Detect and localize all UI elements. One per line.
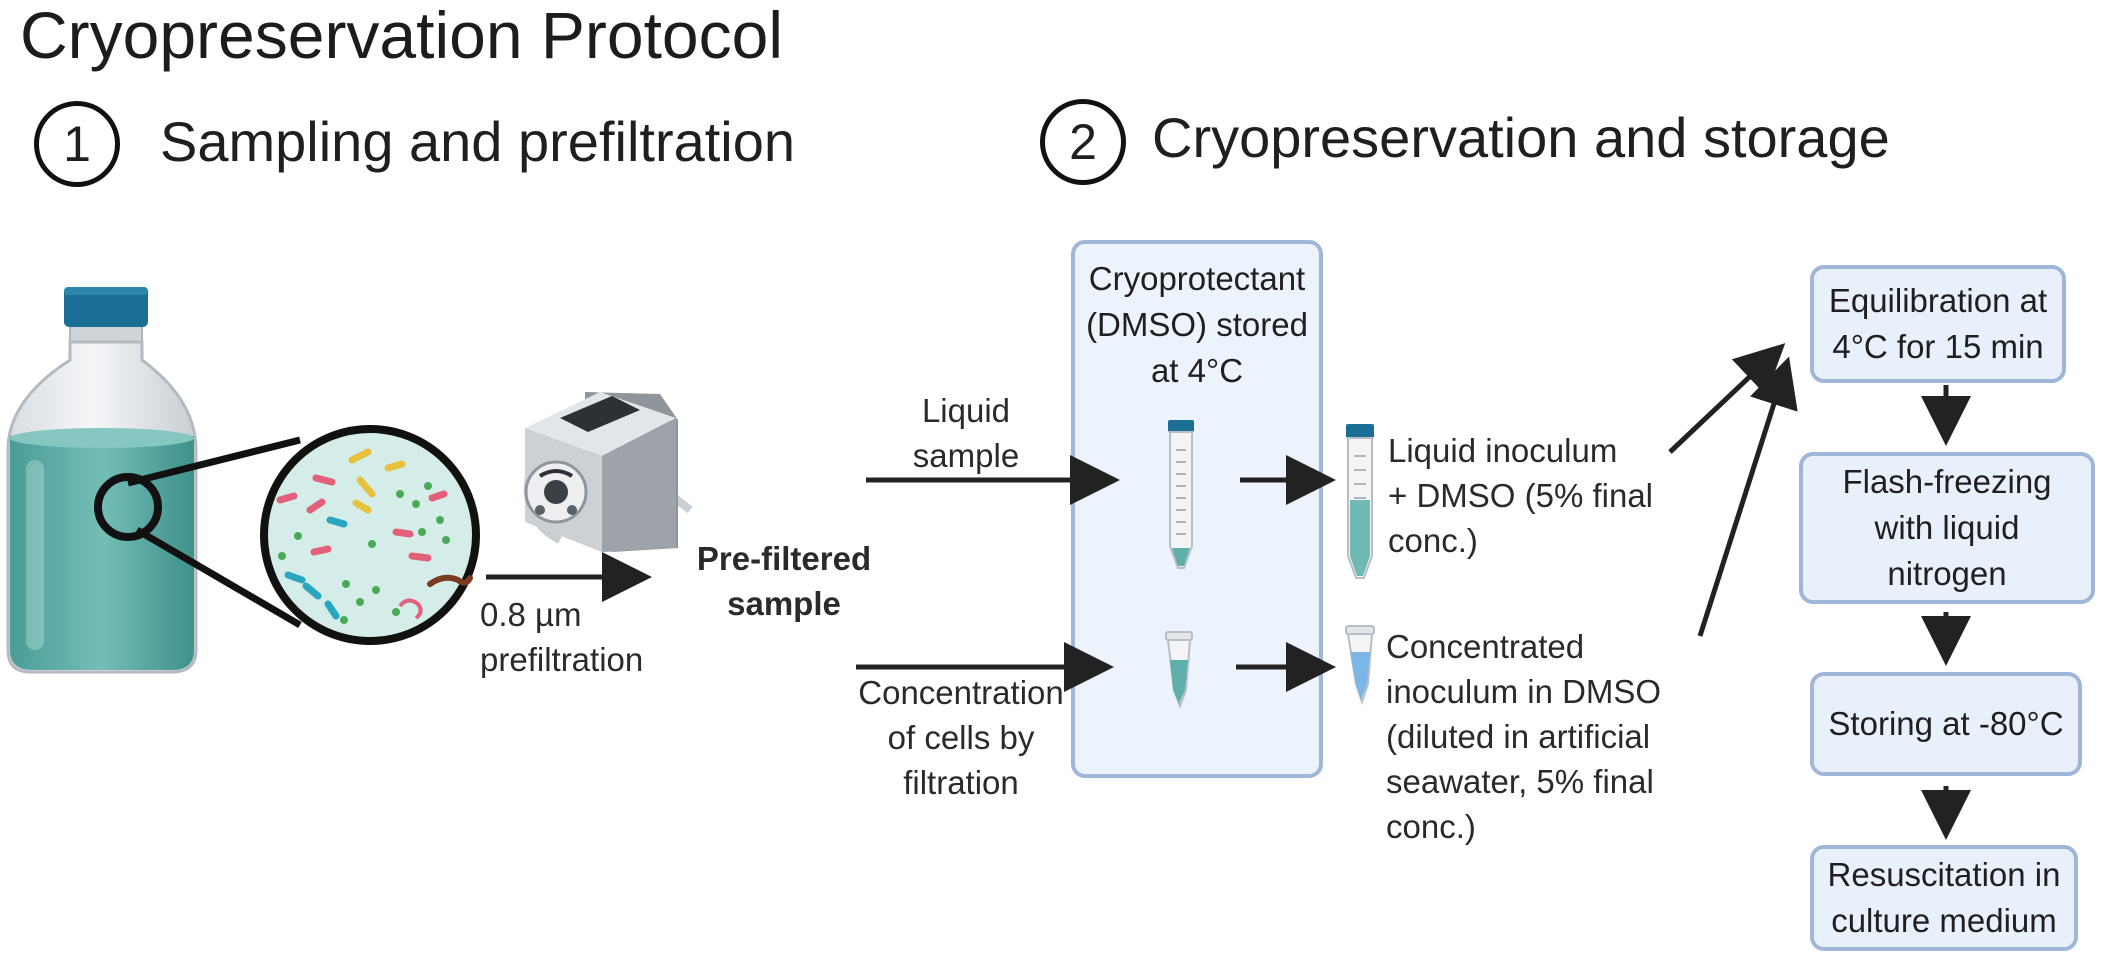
- storage-step-line: Flash-freezing: [1842, 463, 2052, 500]
- bottle-icon: [6, 287, 198, 674]
- liquid-sample-label: Liquid sample: [886, 388, 1046, 478]
- step1-number-badge: 1: [34, 101, 120, 187]
- prefiltered-sample-line: sample: [727, 585, 841, 622]
- storage-step-line: culture medium: [1831, 902, 2057, 939]
- storage-step-line: Resuscitation in: [1827, 856, 2061, 893]
- prefiltration-label: 0.8 µm prefiltration: [480, 592, 643, 682]
- step1-title: Sampling and prefiltration: [160, 110, 796, 173]
- falcon-tube-icon: [1346, 424, 1374, 579]
- storage-step-line: Equilibration at: [1828, 282, 2048, 319]
- liquid-sample-line: sample: [912, 437, 1020, 474]
- storage-step-resuscitation: Resuscitation in culture medium: [1810, 845, 2078, 951]
- microtube-icon: [1345, 625, 1375, 706]
- storage-step-line: 4°C for 15 min: [1832, 328, 2044, 365]
- diagram-title: Cryopreservation Protocol: [20, 0, 783, 72]
- step2-number-badge: 2: [1040, 99, 1126, 185]
- storage-step-flash-freezing: Flash-freezing with liquid nitrogen: [1799, 452, 2095, 604]
- falcon-tube-icon: [1168, 420, 1194, 569]
- peristaltic-pump-icon: [524, 392, 693, 552]
- liquid-inoculum-line: + DMSO (5% final: [1388, 477, 1653, 514]
- prefiltration-line: 0.8 µm: [480, 596, 582, 633]
- liquid-inoculum-line: conc.): [1388, 522, 1478, 559]
- cryoprotectant-panel: [1071, 240, 1323, 778]
- microtube-icon: [1165, 631, 1193, 709]
- concentrated-inoculum-label: Concentrated inoculum in DMSO (diluted i…: [1386, 624, 1661, 849]
- concentration-line: filtration: [903, 764, 1019, 801]
- arrow-concentrated-to-equilibration: [1697, 356, 1798, 637]
- concentrated-inoculum-line: conc.): [1386, 808, 1476, 845]
- liquid-sample-line: Liquid: [921, 392, 1011, 429]
- cryoprotectant-line: at 4°C: [1150, 352, 1244, 389]
- storage-step-line: nitrogen: [1887, 555, 2007, 592]
- concentration-line: Concentration: [858, 674, 1064, 711]
- concentrated-inoculum-line: inoculum in DMSO: [1386, 673, 1662, 710]
- liquid-inoculum-label: Liquid inoculum + DMSO (5% final conc.): [1388, 428, 1653, 563]
- concentration-line: of cells by: [887, 719, 1035, 756]
- step2-title: Cryopreservation and storage: [1152, 106, 1890, 169]
- cryoprotectant-line: Cryoprotectant: [1088, 260, 1306, 297]
- storage-step-equilibration: Equilibration at 4°C for 15 min: [1810, 265, 2066, 383]
- storage-step-storing: Storing at -80°C: [1810, 672, 2082, 776]
- concentrated-inoculum-line: Concentrated: [1386, 628, 1585, 665]
- concentrated-inoculum-line: seawater, 5% final: [1386, 763, 1654, 800]
- prefiltered-sample-label: Pre-filtered sample: [690, 536, 878, 626]
- concentration-label: Concentration of cells by filtration: [848, 670, 1074, 805]
- prefiltration-line: prefiltration: [480, 641, 644, 678]
- prefiltered-sample-line: Pre-filtered: [696, 540, 872, 577]
- liquid-inoculum-line: Liquid inoculum: [1388, 432, 1618, 469]
- cryoprotectant-label: Cryoprotectant (DMSO) stored at 4°C: [1071, 256, 1323, 394]
- storage-step-line: with liquid: [1874, 509, 2020, 546]
- concentrated-inoculum-line: (diluted in artificial: [1386, 718, 1651, 755]
- storage-step-line: Storing at -80°C: [1828, 705, 2064, 742]
- cryoprotectant-line: (DMSO) stored: [1086, 306, 1308, 343]
- magnifier-icon: [94, 425, 480, 645]
